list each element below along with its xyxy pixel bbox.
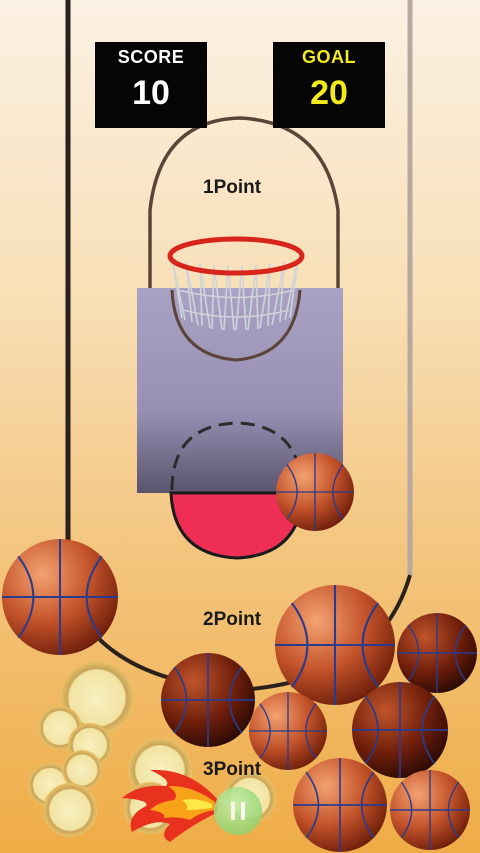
goal-label: GOAL [302,47,356,67]
basketball [160,652,256,748]
dashed-circle [170,421,304,491]
basket-net [171,257,299,331]
basketball [389,769,471,851]
inner-key-circle [170,289,302,362]
key-arc [148,116,340,300]
basketball [0,537,120,657]
fire-icon [122,769,218,842]
score-value: 10 [132,74,170,112]
pause-button[interactable] [214,787,262,835]
pause-icon [231,802,235,820]
basketball [396,612,478,694]
score-label: SCORE [117,47,185,67]
score-panel: SCORE 10 [95,42,207,128]
basketball [275,452,355,532]
zone-label-two-point: 2Point [203,609,262,630]
basketball [351,681,449,779]
zone-label-one-point: 1Point [203,177,262,198]
zone-label-three-point: 3Point [203,759,262,780]
goal-panel: GOAL 20 [273,42,385,128]
basketball [292,757,388,853]
pause-icon [241,802,245,820]
basket-rim [167,236,305,276]
goal-value: 20 [310,74,348,112]
basketball [273,583,397,707]
basketball [248,691,328,771]
